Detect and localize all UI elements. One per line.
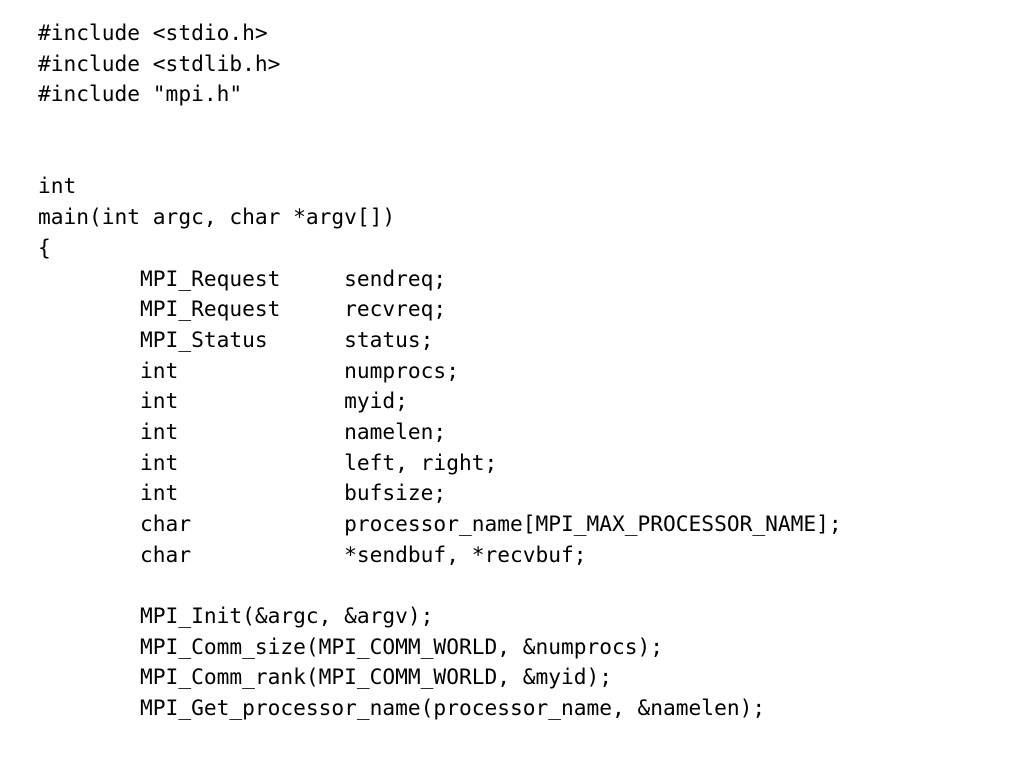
- code-line: #include <stdlib.h>: [38, 50, 281, 76]
- code-line: int bufsize;: [38, 480, 447, 506]
- code-line: MPI_Comm_rank(MPI_COMM_WORLD, &myid);: [38, 664, 613, 690]
- code-line: #include <stdio.h>: [38, 20, 268, 45]
- code-line: MPI_Init(&argc, &argv);: [38, 603, 434, 629]
- code-line: MPI_Request recvreq;: [38, 296, 447, 322]
- code-line: int left, right;: [38, 449, 498, 475]
- code-line: int numprocs;: [38, 357, 459, 383]
- code-line: [38, 570, 842, 601]
- code-block: #include <stdio.h> #include <stdlib.h> #in…: [38, 18, 842, 724]
- code-line: MPI_Status status;: [38, 326, 434, 352]
- code-line: #include "mpi.h": [38, 81, 243, 107]
- code-line: int myid;: [38, 388, 408, 414]
- code-line: char processor_name[MPI_MAX_PROCESSOR_NA…: [38, 511, 842, 536]
- code-line: MPI_Request sendreq;: [38, 265, 447, 291]
- code-line: int: [38, 173, 77, 199]
- code-line: {: [38, 234, 51, 260]
- code-line: int namelen;: [38, 418, 447, 444]
- code-line: MPI_Get_processor_name(processor_name, &…: [38, 695, 766, 721]
- code-line: MPI_Comm_size(MPI_COMM_WORLD, &numprocs)…: [38, 633, 664, 659]
- code-line: [38, 141, 842, 172]
- code-line: [38, 110, 842, 141]
- code-line: char *sendbuf, *recvbuf;: [38, 541, 587, 567]
- code-line: main(int argc, char *argv[]): [38, 204, 396, 230]
